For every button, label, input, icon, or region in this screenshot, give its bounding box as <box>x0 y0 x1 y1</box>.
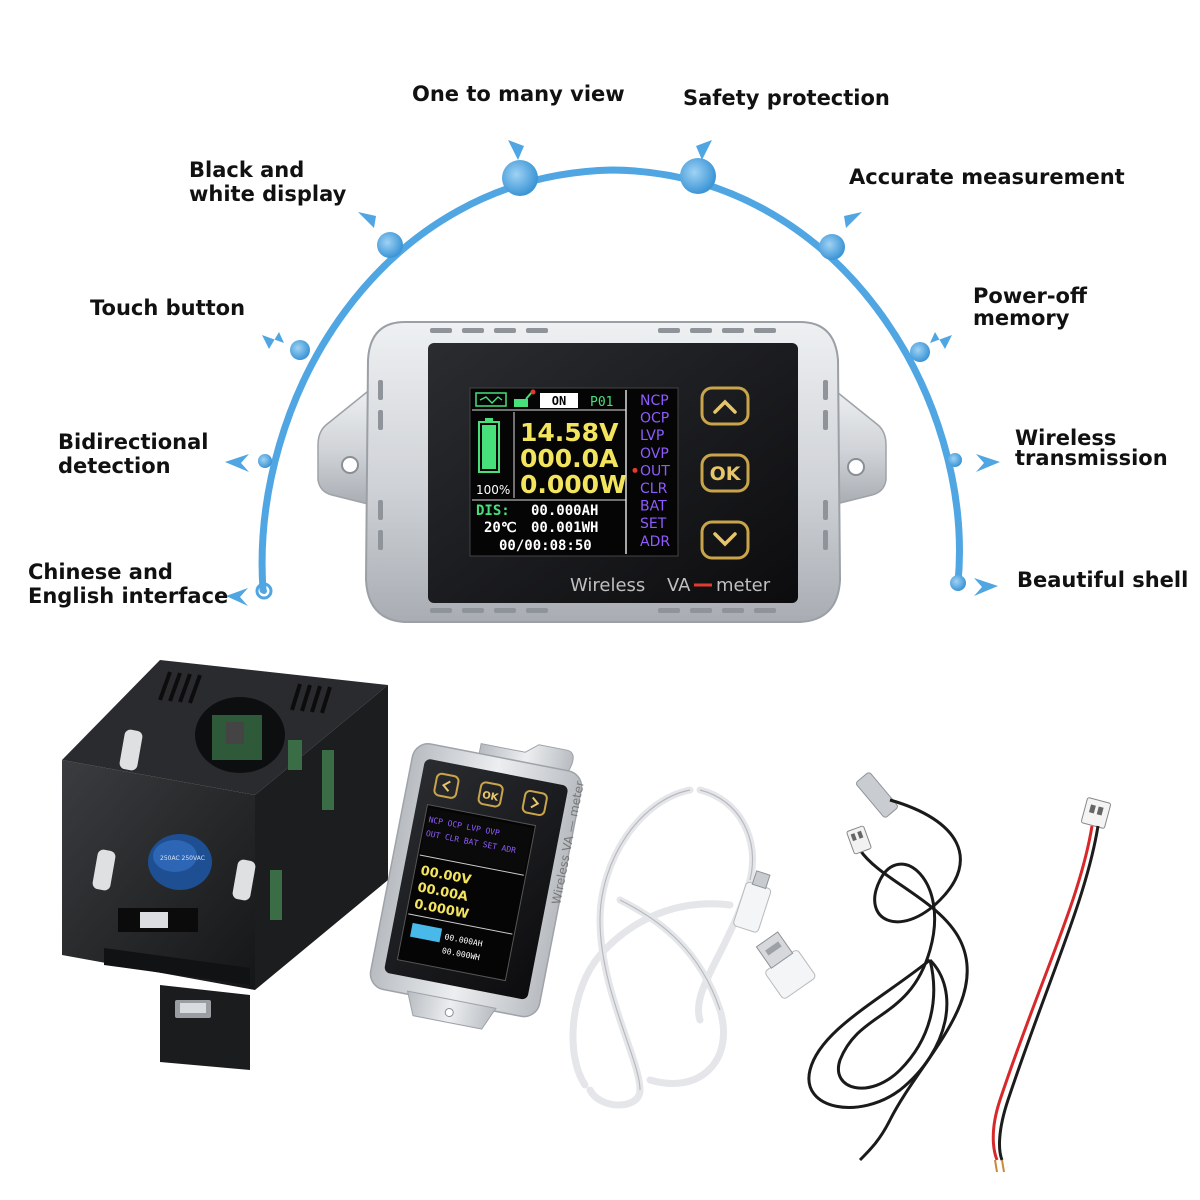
usb-a-plug <box>755 931 816 999</box>
ok-button[interactable]: OK <box>700 453 750 493</box>
feature-label-line: Bidirectional <box>58 430 209 454</box>
current-reading: 000.0A <box>520 444 619 473</box>
feature-label-line: Touch button <box>90 296 246 320</box>
power-reading: 0.000W <box>520 470 627 499</box>
feature-arc <box>258 166 963 594</box>
status-on: ON <box>552 394 566 408</box>
menu-item-ocp: OCP <box>640 411 669 427</box>
meter-lcd <box>469 387 679 557</box>
menu-item-bat: BAT <box>640 499 667 515</box>
feature-label-line: white display <box>189 182 347 206</box>
feature-label-line: Accurate measurement <box>849 165 1125 189</box>
feature-label-line: Black and <box>189 158 305 182</box>
battery-percent: 100% <box>476 483 510 497</box>
feature-label-line: transmission <box>1015 446 1168 470</box>
elapsed-time: 00/00:08:50 <box>499 538 592 554</box>
ok-button-label: OK <box>710 463 742 485</box>
temperature-sensor-probe <box>807 772 969 1162</box>
feature-label-line: Wireless <box>1015 426 1117 450</box>
main-meter: ON P01 100% 14.58V 000.0A 0.000W DIS: 00… <box>317 321 887 623</box>
watt-hours: 00.001WH <box>531 520 598 536</box>
small-meter: OK NCP OCP LVP OVP OUT CLR BAT SET ADR 0… <box>369 743 583 1030</box>
voltage-reading: 14.58V <box>520 418 619 447</box>
feature-accurate-measurement: Accurate measurement <box>849 165 1125 189</box>
chevron-down-icon <box>713 532 737 547</box>
menu-item-set: SET <box>640 516 667 532</box>
chevron-up-icon <box>713 399 737 414</box>
usb-cable <box>569 786 757 1109</box>
red-black-lead-wire <box>991 797 1112 1173</box>
down-button[interactable] <box>700 520 750 560</box>
feature-touch-button: Touch button <box>90 296 245 320</box>
temperature: 20℃ <box>484 520 517 536</box>
feature-label-line: One to many view <box>412 82 625 106</box>
menu-item-lvp: LVP <box>640 428 664 444</box>
brand-meter: meter <box>716 575 771 596</box>
left-flange <box>317 386 373 506</box>
brand-va: VA <box>667 575 691 596</box>
feature-label-line: Safety protection <box>683 86 890 110</box>
plug-icon <box>514 389 536 407</box>
feature-beautiful-shell: Beautiful shell <box>1017 568 1188 592</box>
menu-item-clr: CLR <box>640 481 668 497</box>
capacitor-label: 250AC 250VAC <box>160 855 205 862</box>
profile-label: P01 <box>590 395 613 410</box>
right-flange <box>831 386 887 506</box>
dis-label: DIS: <box>476 503 510 519</box>
amp-hours: 00.000AH <box>531 503 598 519</box>
battery-link-icon <box>475 392 507 407</box>
up-button[interactable] <box>700 386 750 426</box>
feature-label-line: Beautiful shell <box>1017 568 1189 592</box>
usb-cable-outline <box>599 789 754 1091</box>
shunt-box: 250AC 250VAC <box>62 660 388 1070</box>
feature-one-to-many-view: One to many view <box>412 82 625 106</box>
feature-label-line: detection <box>58 454 171 478</box>
feature-label-line: Power-off <box>973 284 1087 308</box>
feature-label-line: English interface <box>28 584 229 608</box>
menu-item-ncp: NCP <box>640 393 669 409</box>
menu-item-adr: ADR <box>640 534 670 550</box>
battery-level-icon <box>478 418 500 473</box>
brand-wireless: Wireless <box>570 575 645 596</box>
micro-usb-plug <box>733 870 772 933</box>
menu-item-ovp: OVP <box>640 446 669 462</box>
feature-label-line: memory <box>973 306 1070 330</box>
feature-label-line: Chinese and <box>28 560 173 584</box>
menu-selected-dot <box>632 467 638 473</box>
menu-item-out: OUT <box>640 463 670 479</box>
small-ok-label: OK <box>481 790 500 804</box>
arc-nodes <box>255 158 966 600</box>
feature-safety-protection: Safety protection <box>683 86 890 110</box>
arrow-marker-icon <box>225 140 1000 606</box>
